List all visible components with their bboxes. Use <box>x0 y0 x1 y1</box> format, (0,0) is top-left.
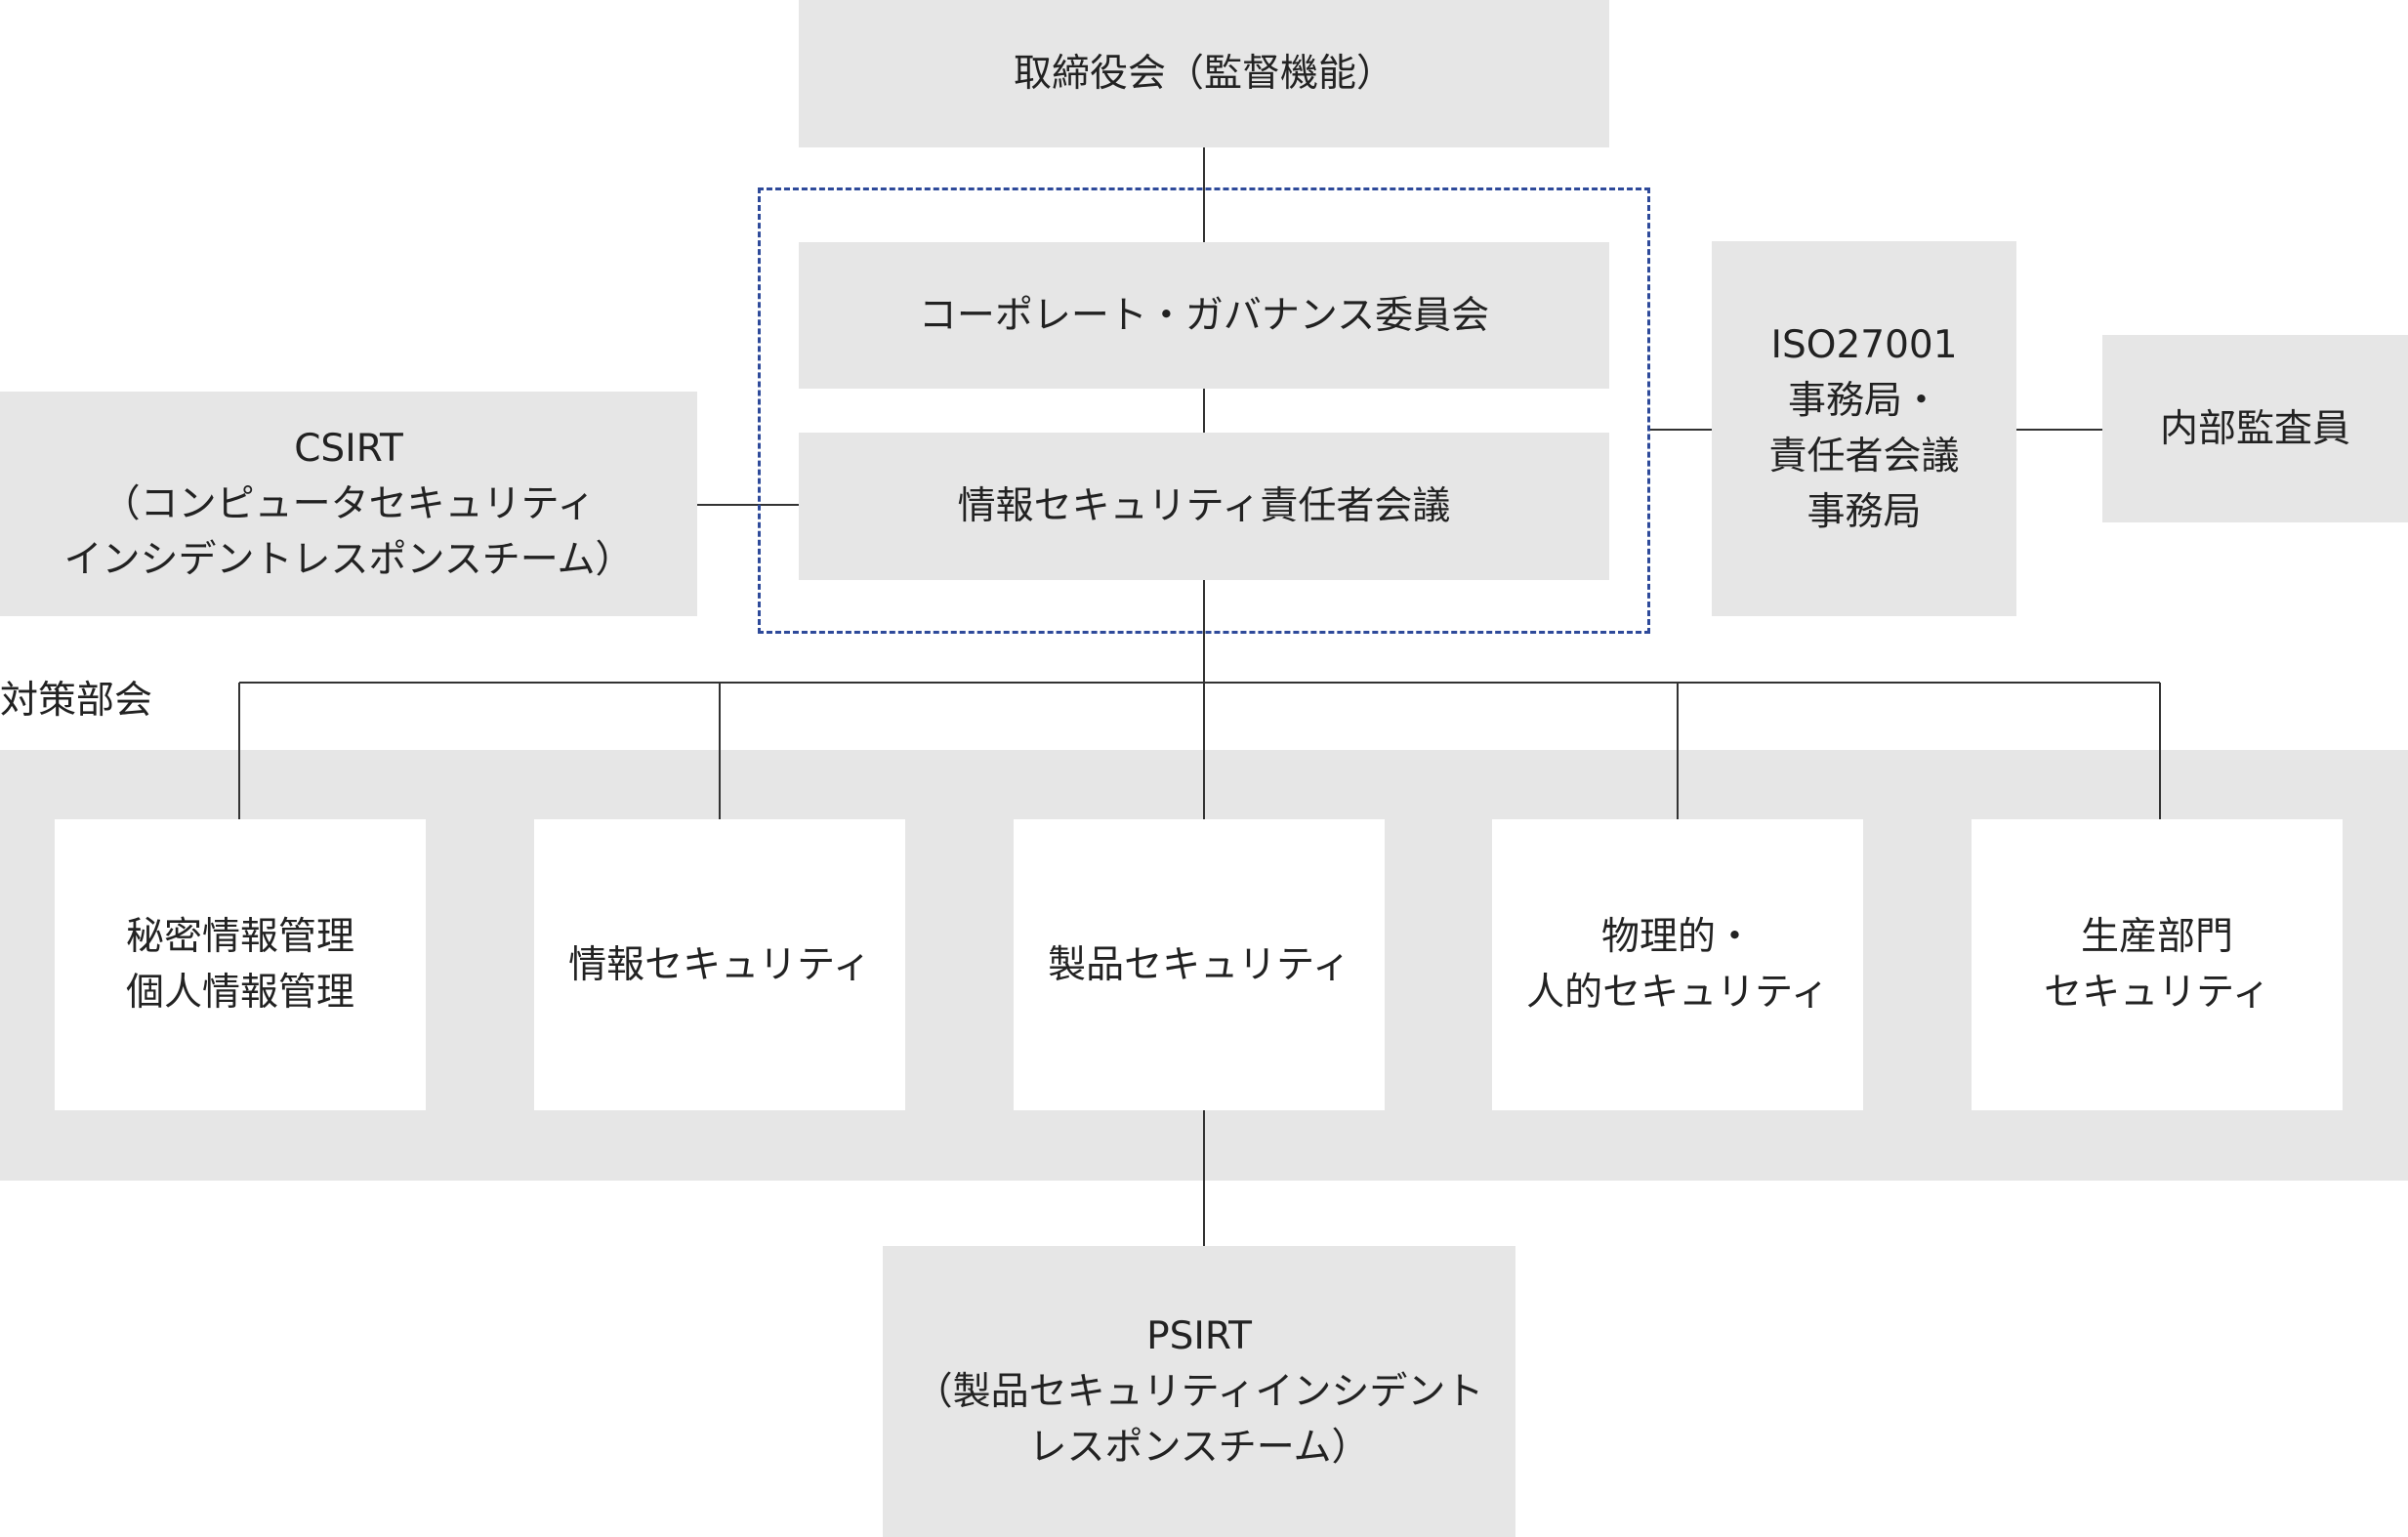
iso-office-box: ISO27001 事務局・ 責任者会議 事務局 <box>1712 241 2016 616</box>
subcommittee-item-line: 人的セキュリティ <box>1526 971 1829 1015</box>
iso-office-line-4: 事務局 <box>1806 490 1922 534</box>
subcommittee-item-confidential: 秘密情報管理 個人情報管理 <box>55 819 426 1110</box>
board-label: 取締役会（監督機能） <box>1013 52 1394 96</box>
csirt-line-3: インシデントレスポンスチーム） <box>63 537 634 582</box>
subcommittee-item-line: 秘密情報管理 <box>125 915 354 959</box>
security-council-label: 情報セキュリティ責任者会議 <box>957 484 1451 528</box>
subcommittee-item-physical-security: 物理的・ 人的セキュリティ <box>1492 819 1863 1110</box>
subcommittee-item-line: 生産部門 <box>2080 915 2233 959</box>
internal-auditor-box: 内部監査員 <box>2102 335 2408 522</box>
subcommittee-item-production-security: 生産部門 セキュリティ <box>1972 819 2343 1110</box>
csirt-line-1: CSIRT <box>294 426 403 471</box>
iso-office-line-3: 責任者会議 <box>1768 435 1960 478</box>
iso-office-line-1: ISO27001 <box>1770 323 1958 367</box>
governance-committee-box: コーポレート・ガバナンス委員会 <box>799 242 1609 389</box>
subcommittee-item-line: セキュリティ <box>2044 971 2270 1015</box>
csirt-box: CSIRT （コンピュータセキュリティ インシデントレスポンスチーム） <box>0 392 697 616</box>
governance-committee-label: コーポレート・ガバナンス委員会 <box>918 293 1490 338</box>
psirt-line-3: レスポンスチーム） <box>1028 1425 1370 1470</box>
security-council-box: 情報セキュリティ責任者会議 <box>799 433 1609 580</box>
subcommittee-label: 対策部会 <box>0 679 153 723</box>
psirt-line-1: PSIRT <box>1146 1313 1252 1358</box>
subcommittee-item-line: 製品セキュリティ <box>1048 942 1350 987</box>
subcommittee-item-line: 物理的・ <box>1600 915 1754 959</box>
security-committee-dashed-group <box>758 187 1650 634</box>
board-box: 取締役会（監督機能） <box>799 0 1609 147</box>
psirt-line-2: （製品セキュリティインシデント <box>914 1369 1484 1414</box>
subcommittee-item-information-security: 情報セキュリティ <box>534 819 905 1110</box>
internal-auditor-label: 内部監査員 <box>2159 406 2350 451</box>
subcommittee-item-line: 個人情報管理 <box>125 971 354 1015</box>
psirt-box: PSIRT （製品セキュリティインシデント レスポンスチーム） <box>883 1246 1515 1537</box>
subcommittee-item-product-security: 製品セキュリティ <box>1014 819 1385 1110</box>
csirt-line-2: （コンピュータセキュリティ <box>102 481 596 526</box>
subcommittee-item-line: 情報セキュリティ <box>568 942 871 987</box>
iso-office-line-2: 事務局・ <box>1787 379 1940 423</box>
